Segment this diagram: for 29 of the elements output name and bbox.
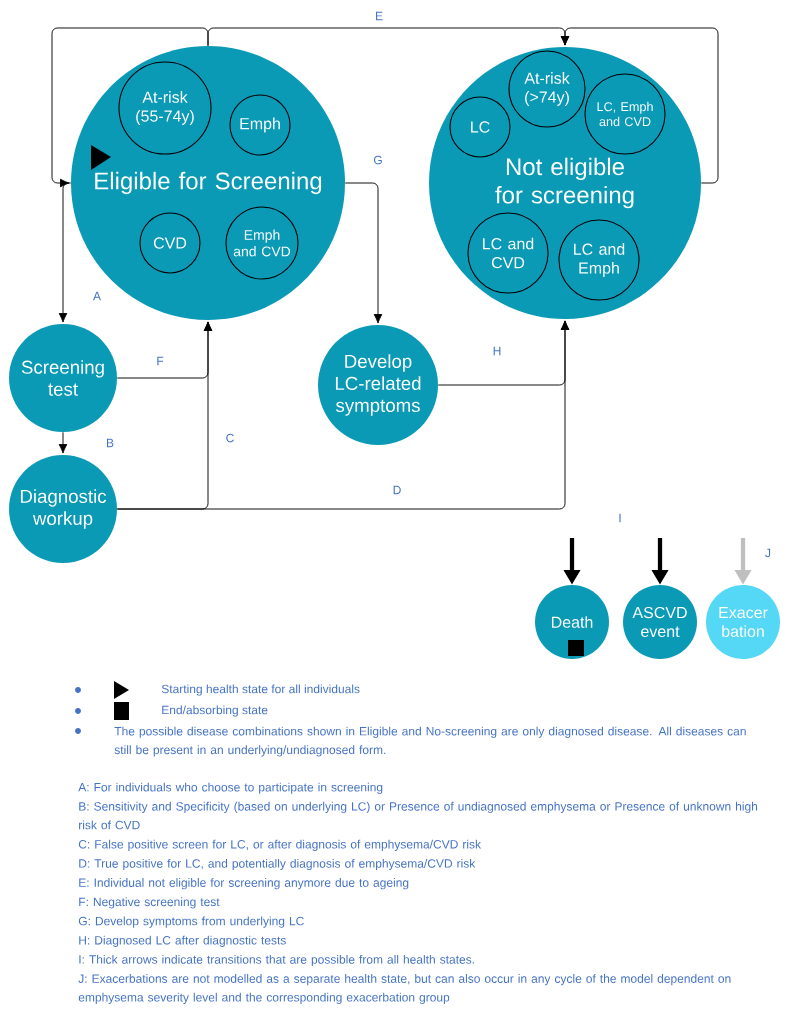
note-text: A: For individuals who choose to participate in screening (78, 782, 383, 794)
callout-letter: J (765, 548, 771, 558)
edge-label: E (373, 10, 385, 22)
note-text: I: Thick arrows indicate transitions that are possible from all health states. (79, 954, 474, 967)
arrow (560, 27, 719, 184)
arrow (51, 27, 209, 188)
arrow (344, 182, 383, 324)
callout-letter: I (619, 513, 621, 523)
arrow (437, 320, 570, 386)
legend-text: Starting health state for all individuals (161, 684, 360, 696)
edge-label: F (155, 355, 165, 367)
arrow (58, 182, 72, 323)
arrow (58, 431, 68, 454)
note-text: G: Develop symptoms from underlying LC (78, 916, 304, 928)
edge-label: A (91, 290, 103, 302)
note-text: B: Sensitivity and Specificity (based on underlying LC) or Presence of undiagnosed emphysema or Presence of unknown high risk of CVD (79, 801, 758, 830)
note-text: J: Exacerbations are not modelled as a separate health state, but can also occur in any cycle of the model dependent on emphysema severity level and the corresponding exacerbation group (78, 974, 731, 1004)
note-text: F: Negative screening test (79, 897, 220, 909)
note-text: C: False positive screen for LC, or after diagnosis of emphysema/CVD risk (78, 839, 482, 851)
edge-label: D (391, 484, 403, 496)
note-text: D: True positive for LC, and potentially diagnosis of emphysema/CVD risk (79, 858, 476, 871)
edge-label: B (104, 437, 116, 449)
note-text: The possible disease combinations shown in Eligible and No-screening are only diagnosed disease. All diseases can still be present in an underlying/undiagnosed form. (114, 726, 746, 757)
legend-text: End/absorbing state (162, 705, 268, 717)
note-text: H: Diagnosed LC after diagnostic tests (79, 935, 286, 947)
edge-label: C (224, 432, 236, 444)
edge-label: H (491, 345, 503, 357)
note-text: E: Individual not eligible for screening anymore due to ageing (79, 878, 409, 890)
edge-label: G (372, 154, 384, 166)
